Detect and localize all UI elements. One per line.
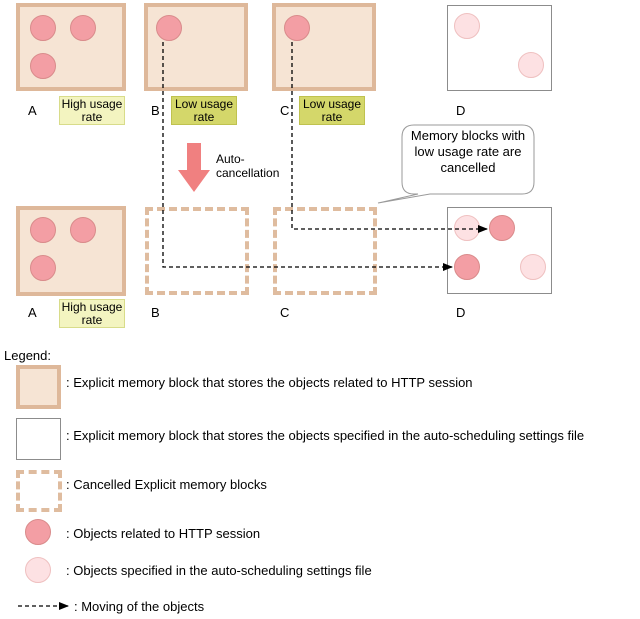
- label-d: D: [456, 305, 466, 320]
- legend-item: : Explicit memory block that stores the …: [66, 428, 585, 443]
- session-object: [454, 254, 480, 280]
- tag-high-usage: High usage rate: [59, 96, 125, 125]
- block-a-bottom: [16, 206, 126, 296]
- legend-sched-block-swatch: [16, 418, 61, 460]
- label-a: A: [28, 305, 37, 320]
- session-object: [284, 15, 310, 41]
- legend-item: : Moving of the objects: [74, 599, 205, 614]
- block-b-top: [144, 3, 248, 91]
- tag-low-usage: Low usage rate: [171, 96, 237, 125]
- session-object: [156, 15, 182, 41]
- session-object: [30, 255, 56, 281]
- label-b: B: [151, 305, 160, 320]
- sched-object: [454, 215, 480, 241]
- tag-low-usage: Low usage rate: [299, 96, 365, 125]
- block-d-bottom: [447, 207, 552, 294]
- block-c-cancelled: [273, 207, 377, 295]
- session-object: [70, 15, 96, 41]
- sched-object: [454, 13, 480, 39]
- label-b: B: [151, 103, 160, 118]
- label-d: D: [456, 103, 466, 118]
- tag-high-usage: High usage rate: [59, 299, 125, 328]
- block-d-top: [447, 5, 552, 91]
- session-object: [30, 217, 56, 243]
- sched-object: [520, 254, 546, 280]
- session-object: [489, 215, 515, 241]
- sched-object: [518, 52, 544, 78]
- legend-title: Legend:: [4, 348, 51, 363]
- block-a-top: [16, 3, 126, 91]
- legend-item: : Objects specified in the auto-scheduli…: [66, 563, 372, 578]
- label-a: A: [28, 103, 37, 118]
- legend-session-object-swatch: [25, 519, 51, 545]
- session-object: [30, 15, 56, 41]
- session-object: [30, 53, 56, 79]
- auto-cancellation-label: Auto- cancellation: [216, 152, 280, 180]
- block-b-cancelled: [145, 207, 249, 295]
- legend-session-block-swatch: [16, 365, 61, 409]
- legend-item: : Objects related to HTTP session: [66, 526, 261, 541]
- session-object: [70, 217, 96, 243]
- label-c: C: [280, 305, 290, 320]
- block-c-top: [272, 3, 376, 91]
- legend-sched-object-swatch: [25, 557, 51, 583]
- legend-cancelled-block-swatch: [16, 470, 62, 512]
- callout-text: Memory blocks with low usage rate are ca…: [410, 128, 526, 175]
- label-c: C: [280, 103, 290, 118]
- legend-item: : Cancelled Explicit memory blocks: [66, 477, 267, 492]
- legend-item: : Explicit memory block that stores the …: [66, 375, 473, 390]
